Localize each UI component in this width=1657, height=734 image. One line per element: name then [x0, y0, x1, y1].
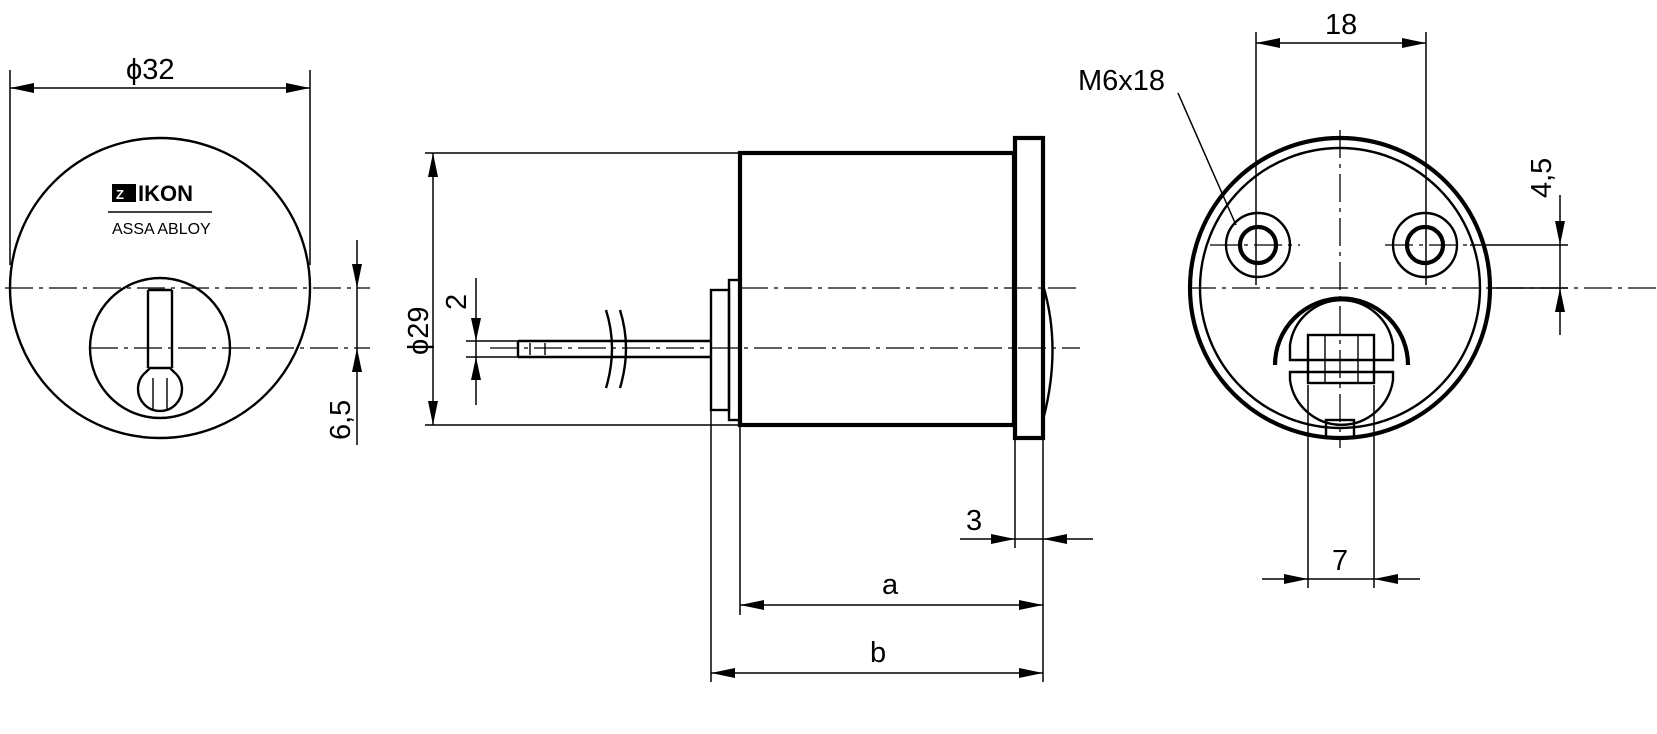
dim-body-diameter: ϕ29 — [403, 307, 435, 356]
dim2-arrow-bottom — [471, 357, 481, 380]
dim65-arrow-top — [352, 264, 362, 288]
dim18-arrow-right — [1402, 38, 1426, 48]
break-mark-left — [604, 309, 614, 389]
dim-screw-spacing: 18 — [1325, 9, 1357, 41]
dim7-arrow-left — [1284, 574, 1308, 584]
cam-drive-block — [1306, 333, 1376, 385]
dim-length-b: b — [870, 637, 886, 669]
dim45-arrow-top — [1555, 221, 1565, 245]
dim18-arrow-left — [1256, 38, 1280, 48]
keyway-slot — [146, 290, 174, 368]
ikon-logo: Z IKON ASSA ABLOY — [108, 181, 212, 238]
plug-outline — [88, 276, 232, 420]
face-dome — [1041, 284, 1054, 421]
dim-keyway-offset: 6,5 — [325, 400, 357, 440]
cam-plate-inner — [727, 278, 742, 422]
brand-name: IKON — [138, 181, 193, 206]
keyway-groove — [152, 378, 168, 410]
dim-cam-thickness: 2 — [441, 294, 473, 310]
dim-a-arrow-left — [740, 600, 764, 610]
dia29-arrow-bottom — [428, 401, 438, 425]
dia32-arrow-left — [10, 83, 34, 93]
keyway-bit — [136, 366, 184, 413]
group-name: ASSA ABLOY — [112, 221, 211, 238]
break-mark-right — [618, 309, 628, 389]
dim3-arrow-right — [1043, 534, 1067, 544]
side-view: ϕ29 2 3 a b — [403, 135, 1093, 682]
dim-length-a: a — [882, 569, 899, 601]
dim-b-arrow-right — [1019, 668, 1043, 678]
front-view: Z IKON ASSA ABLOY ϕ32 6,5 — [5, 54, 370, 445]
cam-socket-upper — [1288, 299, 1395, 362]
dim-screw-spec: M6x18 — [1078, 65, 1165, 97]
dia32-arrow-right — [286, 83, 310, 93]
cam-plate — [709, 288, 731, 412]
dim3-arrow-left — [991, 534, 1015, 544]
ikon-logo-mark-letter: Z — [116, 187, 124, 202]
dim65-arrow-bottom — [352, 348, 362, 372]
dia29-arrow-top — [428, 153, 438, 177]
dim-flange-thickness: 3 — [966, 505, 982, 537]
dim-tailpiece-width: 7 — [1332, 545, 1348, 577]
ikon-logo-mark — [112, 184, 136, 202]
cam-socket-lower — [1288, 370, 1395, 426]
dim2-arrow-top — [471, 318, 481, 341]
screw-spec-leader — [1177, 92, 1237, 226]
dim-b-arrow-left — [711, 668, 735, 678]
dim7-arrow-right — [1374, 574, 1398, 584]
rear-view: 18 M6x18 4,5 7 — [1078, 9, 1657, 588]
dim-screw-offset: 4,5 — [1526, 158, 1558, 198]
dim45-arrow-bottom — [1555, 288, 1565, 312]
dim-front-diameter: ϕ32 — [126, 54, 175, 86]
cam-socket-top-arc — [1272, 296, 1411, 366]
cylinder-body — [737, 150, 1017, 428]
dim-a-arrow-right — [1019, 600, 1043, 610]
tailpiece-notches — [529, 343, 546, 355]
